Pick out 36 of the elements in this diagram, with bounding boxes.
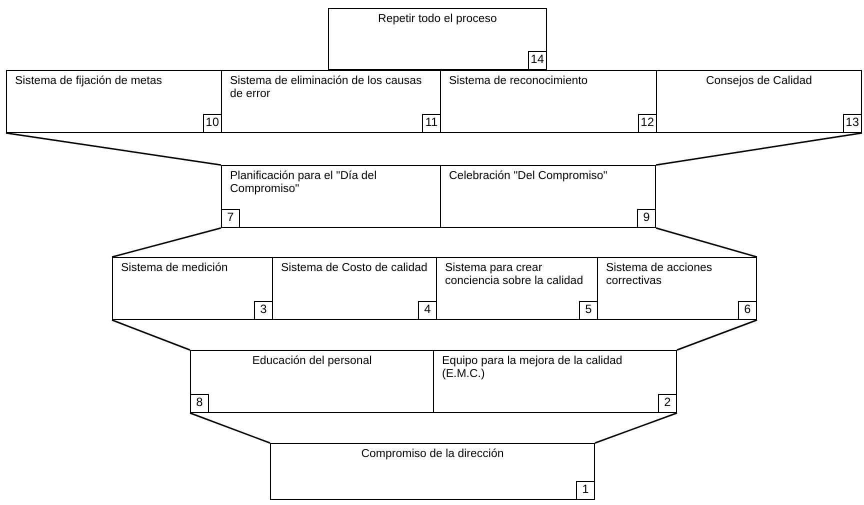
step-number: 7 [222, 209, 240, 227]
step-number: 2 [658, 394, 676, 412]
step-box [112, 257, 273, 320]
step-number: 6 [738, 301, 756, 319]
step-label: Repetir todo el proceso [377, 13, 498, 26]
step-box [436, 257, 598, 320]
step-box [272, 257, 437, 320]
step-label: Sistema para crear conciencia sobre la calidad [445, 262, 584, 288]
step-number: 9 [637, 209, 655, 227]
step-label: Consejos de Calidad [704, 75, 814, 88]
step-box [221, 165, 441, 228]
step-box [270, 443, 595, 500]
step-box [190, 350, 434, 413]
step-number: 1 [576, 481, 594, 499]
step-label: Sistema de medición [121, 262, 229, 275]
step-box [6, 70, 222, 133]
step-box [433, 350, 677, 413]
step-label: Equipo para la mejora de la calidad (E.M.C.) [442, 355, 624, 381]
step-label: Planificación para el "Día del Compromiso" [230, 170, 378, 196]
step-label: Educación del personal [251, 355, 373, 368]
step-label: Sistema de reconocimiento [449, 75, 589, 88]
step-box [440, 165, 656, 228]
step-box [597, 257, 757, 320]
step-label: Celebración "Del Compromiso" [449, 170, 608, 183]
step-box [440, 70, 657, 133]
step-label: Compromiso de la dirección [360, 448, 505, 461]
step-number: 13 [842, 114, 861, 132]
step-box [221, 70, 441, 133]
step-number: 8 [191, 394, 209, 412]
step-label: Sistema de Costo de calidad [281, 262, 428, 275]
step-box [656, 70, 862, 133]
step-label: Sistema de fijación de metas [15, 75, 164, 88]
step-label: Sistema de eliminación de los causas de error [230, 75, 423, 101]
step-box [328, 8, 547, 70]
step-label: Sistema de acciones correctivas [606, 262, 714, 288]
step-number: 14 [528, 51, 546, 69]
